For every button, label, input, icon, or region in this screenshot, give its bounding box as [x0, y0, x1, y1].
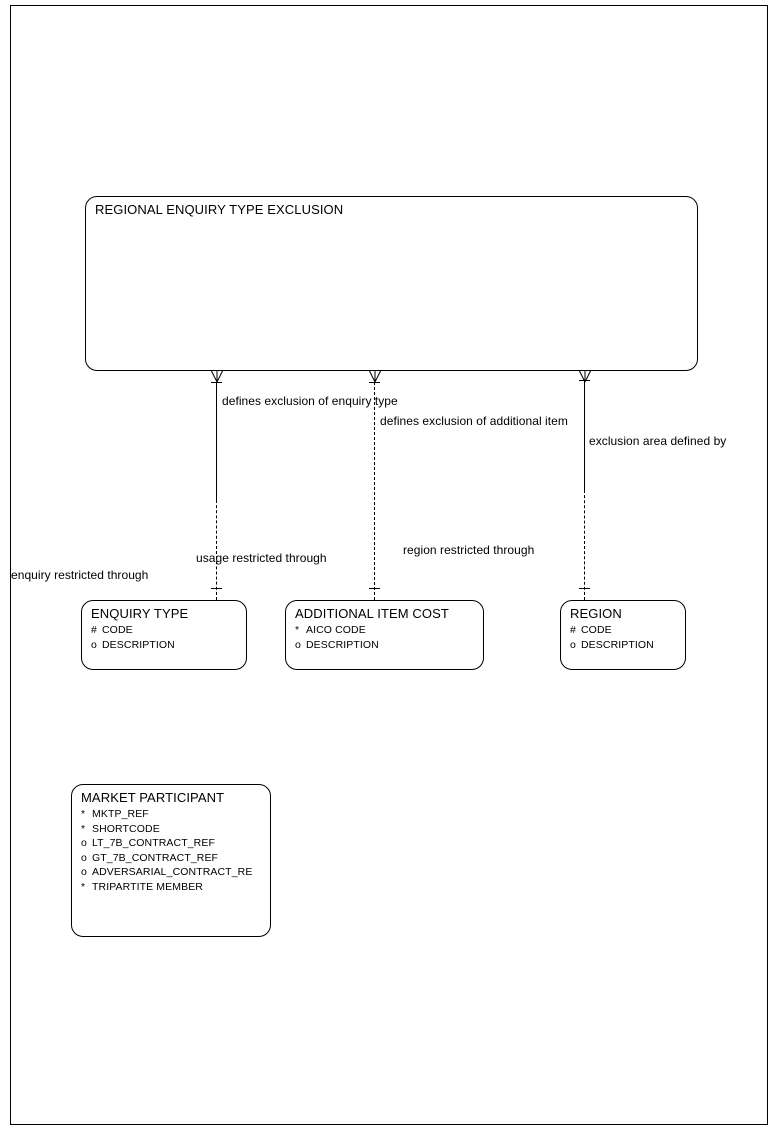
attribute-row: o DESCRIPTION	[295, 638, 483, 653]
entity-title: REGIONAL ENQUIRY TYPE EXCLUSION	[95, 202, 344, 217]
attribute-label: CODE	[581, 624, 612, 636]
relationship-label-enquiry-restricted-through: enquiry restricted through	[11, 568, 149, 582]
attribute-row: o DESCRIPTION	[570, 638, 685, 653]
attribute-label: GT_7B_CONTRACT_REF	[92, 851, 219, 864]
attribute-marker: o	[91, 638, 97, 651]
attribute-label: CODE	[102, 624, 133, 636]
attribute-marker: *	[81, 880, 86, 893]
entity-enquiry-type[interactable]: ENQUIRY TYPE # CODE o DESCRIPTION	[81, 600, 247, 670]
attribute-row: # CODE	[91, 623, 246, 638]
attribute-label: MKTP_REF	[92, 808, 149, 820]
entity-title: REGION	[570, 606, 622, 621]
attribute-row: o LT_7B_CONTRACT_REF	[81, 836, 270, 851]
relationship-line-region-dashed	[584, 490, 585, 600]
attribute-row: * MKTP_REF	[81, 807, 270, 822]
relationship-label-defines-exclusion-of-additional-item: defines exclusion of additional item	[380, 414, 568, 428]
attribute-row: # CODE	[570, 623, 685, 638]
attribute-marker: o	[81, 837, 87, 850]
attribute-row: * TRIPARTITE MEMBER	[81, 880, 270, 895]
relationship-label-usage-restricted-through: usage restricted through	[196, 551, 327, 565]
attribute-label: LT_7B_CONTRACT_REF	[92, 837, 215, 850]
attribute-marker: *	[81, 808, 86, 820]
relationship-line-enquiry-type-solid	[216, 382, 217, 500]
attribute-marker: o	[81, 866, 87, 879]
attribute-label: SHORTCODE	[92, 822, 160, 835]
attribute-row: * AICO CODE	[295, 623, 483, 638]
attribute-label: TRIPARTITE MEMBER	[92, 880, 203, 893]
attribute-label: AICO CODE	[306, 624, 366, 636]
entity-regional-enquiry-type-exclusion[interactable]: REGIONAL ENQUIRY TYPE EXCLUSION	[85, 196, 698, 371]
entity-title: ENQUIRY TYPE	[91, 606, 189, 621]
page-border	[10, 5, 768, 1125]
entity-market-participant[interactable]: MARKET PARTICIPANT * MKTP_REF * SHORTCODE …	[71, 784, 271, 937]
relationship-tick-additional-item-cost-bottom	[369, 588, 380, 589]
attribute-marker: *	[81, 822, 86, 835]
attribute-list: * AICO CODE o DESCRIPTION	[295, 623, 483, 653]
attribute-marker: o	[570, 638, 576, 651]
attribute-marker: #	[570, 624, 576, 636]
attribute-row: o DESCRIPTION	[91, 638, 246, 653]
attribute-list: * MKTP_REF * SHORTCODE o LT_7B_CONTRACT_REF…	[81, 807, 270, 895]
relationship-tick-region-bottom	[579, 588, 590, 589]
crowfoot-icon-enquiry-type	[209, 369, 225, 383]
attribute-marker: o	[295, 638, 301, 651]
attribute-label: ADVERSARIAL_CONTRACT_RE	[92, 866, 253, 879]
attribute-label: DESCRIPTION	[102, 638, 175, 651]
relationship-label-defines-exclusion-of-enquiry-type: defines exclusion of enquiry type	[222, 394, 398, 408]
entity-additional-item-cost[interactable]: ADDITIONAL ITEM COST * AICO CODE o DESCRIP…	[285, 600, 484, 670]
crowfoot-icon-additional-item-cost	[367, 369, 383, 383]
entity-title: ADDITIONAL ITEM COST	[295, 606, 449, 621]
attribute-row: * SHORTCODE	[81, 822, 270, 837]
attribute-marker: o	[81, 851, 87, 864]
relationship-label-region-restricted-through: region restricted through	[403, 543, 535, 557]
attribute-label: DESCRIPTION	[581, 638, 654, 651]
relationship-label-exclusion-area-defined-by: exclusion area defined by	[589, 434, 727, 448]
entity-region[interactable]: REGION # CODE o DESCRIPTION	[560, 600, 686, 670]
attribute-list: # CODE o DESCRIPTION	[570, 623, 685, 653]
attribute-marker: *	[295, 624, 300, 636]
attribute-label: DESCRIPTION	[306, 638, 379, 651]
relationship-tick-enquiry-type-bottom	[211, 588, 222, 589]
attribute-row: o ADVERSARIAL_CONTRACT_RE	[81, 865, 270, 880]
relationship-line-region-solid	[584, 380, 585, 490]
attribute-marker: #	[91, 624, 97, 636]
relationship-line-enquiry-type-dashed	[216, 500, 217, 600]
relationship-line-additional-item-cost-dashed	[374, 382, 375, 600]
entity-title: MARKET PARTICIPANT	[81, 790, 225, 805]
attribute-row: o GT_7B_CONTRACT_REF	[81, 851, 270, 866]
attribute-list: # CODE o DESCRIPTION	[91, 623, 246, 653]
